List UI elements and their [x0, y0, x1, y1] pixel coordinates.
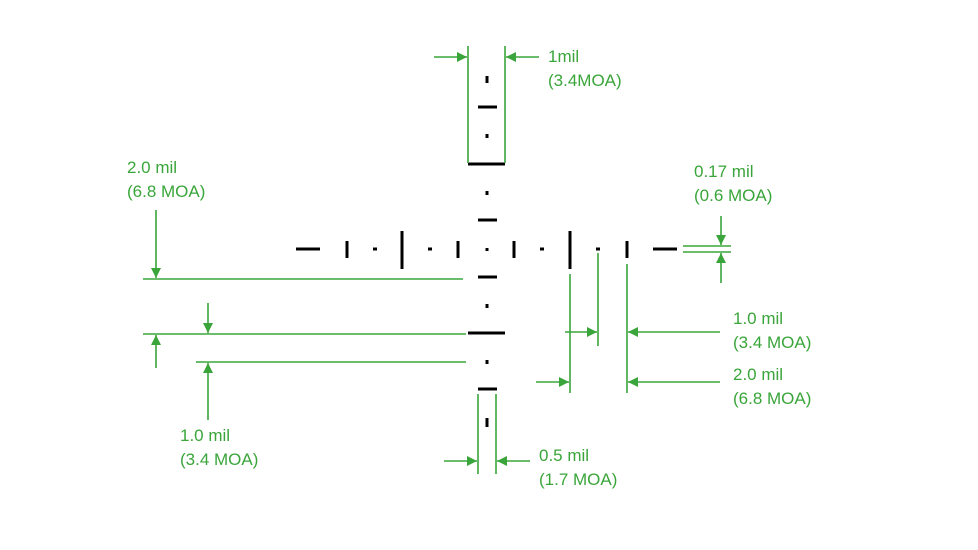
- label-left-lower: 1.0 mil (3.4 MOA): [180, 424, 258, 472]
- reticle-marks: [296, 76, 677, 427]
- label-line: (0.6 MOA): [694, 186, 773, 205]
- label-line: (6.8 MOA): [127, 182, 206, 201]
- label-bottom-spacing: 0.5 mil (1.7 MOA): [539, 444, 617, 492]
- label-line: 1mil: [548, 47, 580, 66]
- label-line: 0.5 mil: [539, 446, 590, 465]
- label-line: 0.17 mil: [694, 162, 754, 181]
- label-top-spacing: 1mil (3.4MOA): [548, 45, 622, 93]
- label-right-mid: 1.0 mil (3.4 MOA): [733, 307, 811, 355]
- label-line: (3.4 MOA): [180, 450, 259, 469]
- label-line: 1.0 mil: [733, 309, 784, 328]
- label-left-upper: 2.0 mil (6.8 MOA): [127, 156, 205, 204]
- label-line: (3.4 MOA): [733, 333, 812, 352]
- label-right-low: 2.0 mil (6.8 MOA): [733, 363, 811, 411]
- label-line: (3.4MOA): [548, 71, 622, 90]
- dimension-lines: [143, 46, 731, 474]
- label-line: (6.8 MOA): [733, 389, 812, 408]
- label-right-thickness: 0.17 mil (0.6 MOA): [694, 160, 772, 208]
- label-line: 2.0 mil: [127, 158, 178, 177]
- label-line: 2.0 mil: [733, 365, 784, 384]
- label-line: (1.7 MOA): [539, 470, 618, 489]
- label-line: 1.0 mil: [180, 426, 231, 445]
